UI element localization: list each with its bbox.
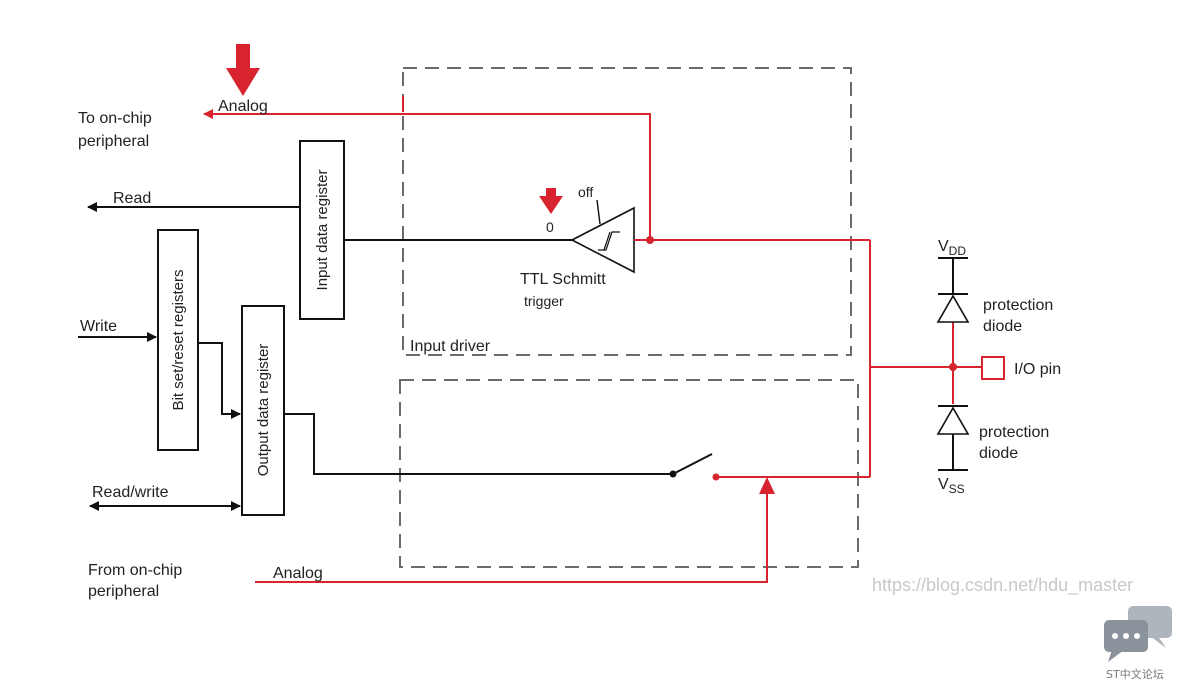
read-label: Read bbox=[113, 190, 151, 207]
watermark-url: https://blog.csdn.net/hdu_master bbox=[872, 575, 1133, 596]
from-peripheral-label-1: From on-chip bbox=[88, 562, 182, 579]
analog-top-label: Analog bbox=[218, 98, 268, 115]
protection-top-label-2: diode bbox=[983, 318, 1022, 335]
to-peripheral-label-2: peripheral bbox=[78, 133, 149, 150]
input-data-register-box bbox=[299, 140, 345, 320]
io-pin-label: I/O pin bbox=[1014, 361, 1061, 378]
input-driver-box bbox=[402, 67, 852, 356]
output-data-register-label: Output data register bbox=[255, 344, 272, 477]
from-peripheral-label-2: peripheral bbox=[88, 583, 159, 600]
zero-label: 0 bbox=[546, 219, 554, 235]
analog-junction bbox=[646, 236, 654, 244]
to-peripheral-label-1: To on-chip bbox=[78, 110, 152, 127]
analog-input-wire bbox=[203, 109, 651, 240]
logo-caption: ST中文论坛 bbox=[1106, 667, 1164, 681]
input-data-register-label: Input data register bbox=[314, 170, 331, 291]
bit-set-reset-registers-box bbox=[157, 229, 199, 451]
read-write-label: Read/write bbox=[92, 484, 169, 501]
vss-label: VSS bbox=[938, 476, 965, 496]
bsrr-to-odr-wire bbox=[198, 342, 241, 419]
analog-output-wire bbox=[255, 480, 768, 583]
analog-bottom-label: Analog bbox=[273, 565, 323, 582]
protection-bottom-label-2: diode bbox=[979, 445, 1018, 462]
output-switch-blade bbox=[672, 453, 713, 475]
off-control-line bbox=[596, 199, 601, 225]
bit-set-reset-registers-label: Bit set/reset registers bbox=[170, 270, 187, 411]
input-driver-label: Input driver bbox=[410, 338, 491, 355]
schmitt-label-1: TTL Schmitt bbox=[520, 271, 606, 288]
hysteresis-icon bbox=[598, 231, 620, 251]
io-pin-box bbox=[981, 356, 1005, 380]
analog-output-arrowhead bbox=[759, 477, 775, 494]
protection-bottom-label-1: protection bbox=[979, 424, 1049, 441]
schmitt-label-2: trigger bbox=[524, 293, 564, 309]
vdd-label: VDD bbox=[938, 238, 966, 258]
odr-to-switch-wire bbox=[284, 413, 672, 475]
st-forum-logo: ST中文论坛 bbox=[1104, 606, 1172, 681]
output-data-register-box bbox=[241, 305, 285, 516]
off-label: off bbox=[578, 184, 593, 200]
protection-top-label-1: protection bbox=[983, 297, 1053, 314]
protection-diode-bottom-symbol bbox=[936, 406, 970, 435]
zero-down-arrow-icon bbox=[539, 188, 563, 214]
analog-down-arrow-icon bbox=[226, 44, 260, 96]
write-label: Write bbox=[80, 318, 117, 335]
schmitt-trigger-symbol bbox=[570, 206, 635, 274]
protection-diode-top-symbol bbox=[936, 294, 970, 323]
